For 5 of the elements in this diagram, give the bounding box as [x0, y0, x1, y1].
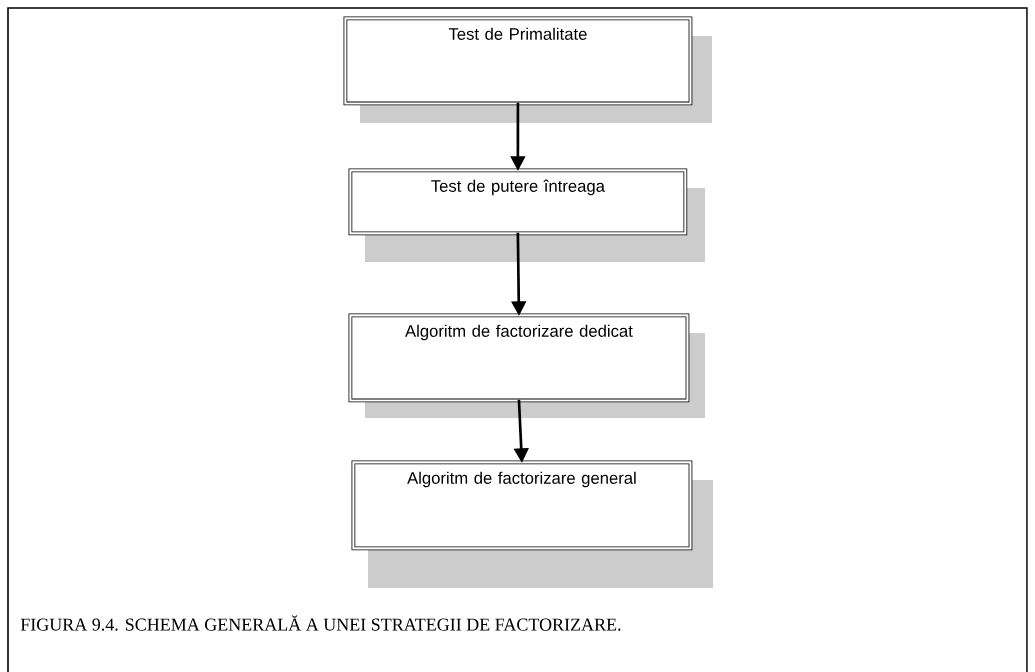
process-box: Algoritm de factorizare general	[351, 460, 713, 588]
caption: FIGURA 9.4. SCHEMA GENERALĂ A UNEI STRATEGII DE FACTORIZARE.	[20, 615, 621, 631]
process-box: Test de putere întreaga	[348, 168, 705, 262]
process-box: Test de Primalitate	[343, 16, 712, 123]
process-box: Algoritm de factorizare dedicat	[348, 313, 705, 418]
